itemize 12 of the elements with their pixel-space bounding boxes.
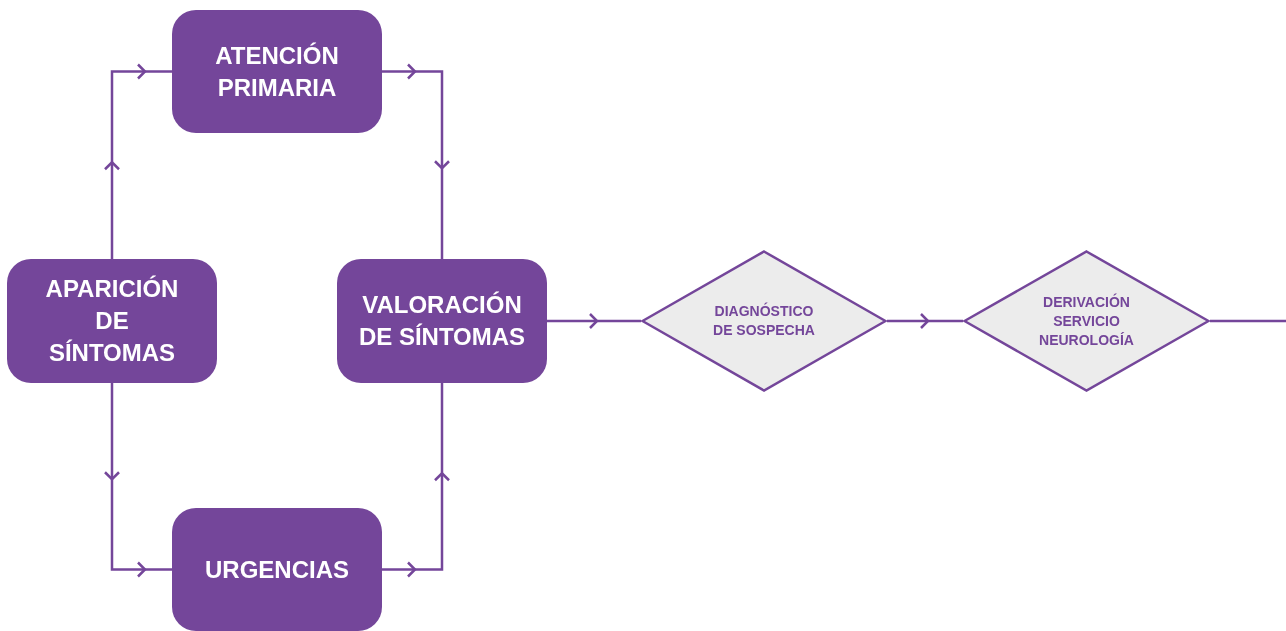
decision-diamond xyxy=(963,250,1210,392)
process-box xyxy=(172,10,382,133)
node-label: ATENCIÓN PRIMARIA xyxy=(214,40,340,103)
node-label: DIAGNÓSTICO DE SOSPECHA xyxy=(712,302,816,340)
node-label: APARICIÓN DE SÍNTOMAS xyxy=(44,274,180,368)
process-box xyxy=(172,508,382,631)
node-label: DERIVACIÓN SERVICIO NEUROLOGÍA xyxy=(1038,292,1135,350)
process-box xyxy=(7,259,217,383)
decision-diamond xyxy=(641,250,887,392)
node-label: VALORACIÓN DE SÍNTOMAS xyxy=(357,290,527,352)
process-box xyxy=(337,259,547,383)
node-label: URGENCIAS xyxy=(204,554,350,585)
